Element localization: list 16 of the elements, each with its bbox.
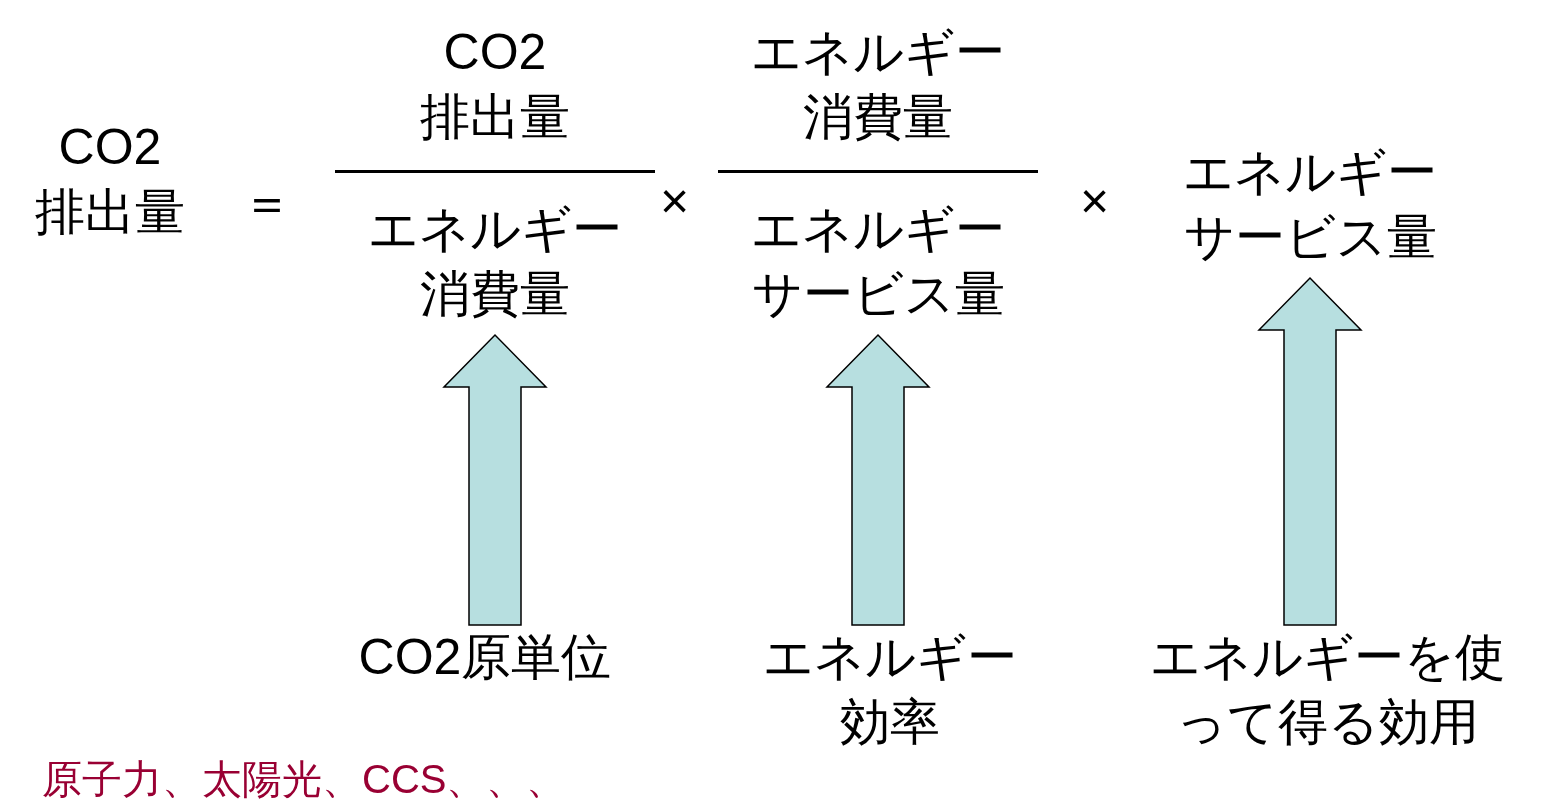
block-arrow [442, 333, 548, 626]
note-text: 原子力、太陽光、CCS、、、 [42, 756, 567, 803]
numerator: エネルギー消費量 [750, 23, 1006, 147]
block-arrow [1257, 276, 1363, 626]
factor-label: エネルギー効率 [762, 628, 1018, 752]
denominator: エネルギー消費量 [367, 200, 623, 324]
equation-term: CO2排出量 [34, 118, 186, 242]
denominator: エネルギーサービス量 [750, 200, 1006, 324]
numerator: CO2排出量 [419, 23, 571, 147]
block-arrow [825, 333, 931, 626]
factor-label: エネルギーを使って得る効用 [1149, 628, 1506, 752]
equals-sign: ＝ [242, 174, 292, 233]
multiplication-sign: × [660, 172, 690, 230]
multiplication-sign: × [1080, 172, 1110, 230]
equation-term: エネルギーサービス量 [1182, 143, 1438, 267]
factor-label: CO2原単位 [357, 628, 613, 687]
